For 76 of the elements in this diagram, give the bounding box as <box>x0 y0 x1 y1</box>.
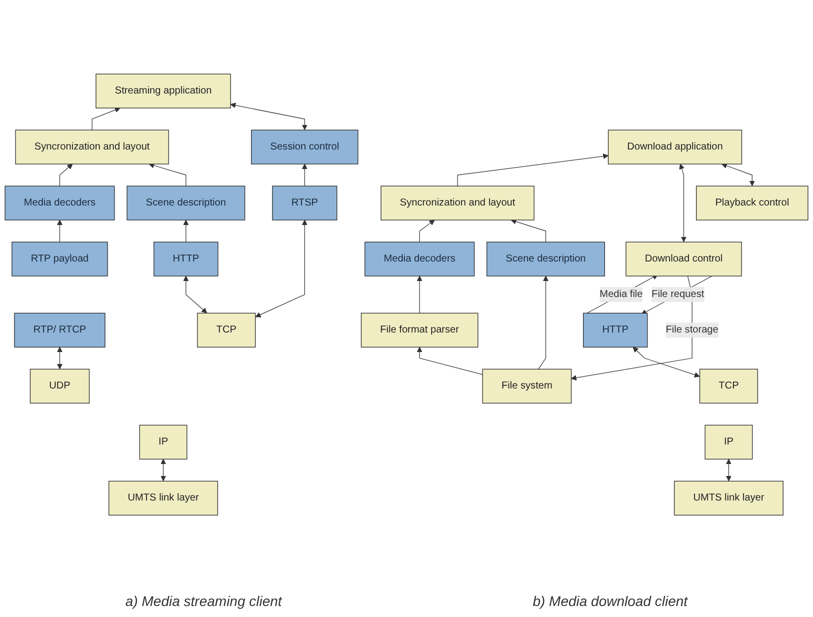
node-label: Playback control <box>715 196 790 210</box>
node-box <box>608 130 742 164</box>
node-box <box>674 480 784 516</box>
node-label: TCP <box>216 323 236 338</box>
arrow <box>56 346 63 370</box>
node-label: RTP/ RTCP <box>33 323 86 338</box>
node-box <box>696 186 808 220</box>
node-label: Syncronization and layout <box>34 140 150 154</box>
node-box <box>4 186 115 220</box>
edge-label: File storage <box>666 322 718 338</box>
node-label: File system <box>501 379 552 394</box>
arrow <box>255 220 308 318</box>
arrow <box>183 220 189 242</box>
arrow <box>632 346 700 378</box>
node-label: Download control <box>644 252 723 266</box>
node-box <box>15 130 169 164</box>
node-box <box>251 130 358 164</box>
node-box <box>486 242 605 276</box>
node-label: Download application <box>627 140 723 154</box>
arrow <box>92 107 120 130</box>
node-label: HTTP <box>602 323 628 338</box>
node-box <box>154 242 218 276</box>
caption: a) Media streaming client <box>125 593 282 609</box>
node-label: HTTP <box>172 252 200 266</box>
node-label: UMTS link layer <box>693 491 764 506</box>
node-label: Streaming application <box>114 84 212 98</box>
node-box <box>272 186 338 220</box>
node-label: UMTS link layer <box>128 491 199 506</box>
arrow <box>510 218 546 242</box>
node-box <box>583 312 648 348</box>
arrow <box>726 458 732 482</box>
arrow <box>419 220 435 242</box>
edge-label: File request <box>652 286 704 302</box>
node-label: UDP <box>49 379 70 394</box>
node-box <box>360 312 478 348</box>
node-box <box>704 424 753 460</box>
node-box <box>197 312 256 348</box>
node-label: IP <box>158 435 168 450</box>
caption: b) Media download client <box>532 593 688 609</box>
node-box <box>12 242 108 276</box>
node-label: TCP <box>718 379 739 394</box>
node-label: IP <box>724 435 734 450</box>
node-label: Scene description <box>506 252 586 266</box>
node-box <box>30 368 90 404</box>
arrow <box>183 276 208 314</box>
arrow <box>59 164 73 186</box>
arrow <box>457 153 609 186</box>
node-label: RTP payload <box>30 252 89 266</box>
arrow <box>160 458 166 482</box>
node-box <box>699 368 758 404</box>
arrow <box>416 276 422 314</box>
node-label: Session control <box>270 140 340 154</box>
node-box <box>139 424 188 460</box>
node-box <box>482 368 572 404</box>
arrow <box>416 346 483 375</box>
node-label: Syncronization and layout <box>400 196 516 210</box>
arrow <box>538 276 549 370</box>
node-label: Media decoders <box>384 252 456 266</box>
node-label: Scene description <box>146 196 226 210</box>
node-label: Media decoders <box>24 196 96 210</box>
edge-label: Media file <box>600 286 643 302</box>
node-box <box>14 312 106 348</box>
node-box <box>364 242 475 276</box>
arrow <box>230 102 308 130</box>
node-label: File format parser <box>380 323 460 338</box>
node-box <box>126 186 246 220</box>
node-box <box>96 74 231 108</box>
node-label: RTSP <box>291 196 318 210</box>
arrow <box>679 164 686 242</box>
node-box <box>380 186 534 220</box>
node-box <box>108 480 218 516</box>
arrow <box>722 163 755 186</box>
arrow <box>148 162 186 186</box>
node-box <box>626 242 742 276</box>
arrow <box>302 164 308 186</box>
arrow <box>56 220 63 242</box>
